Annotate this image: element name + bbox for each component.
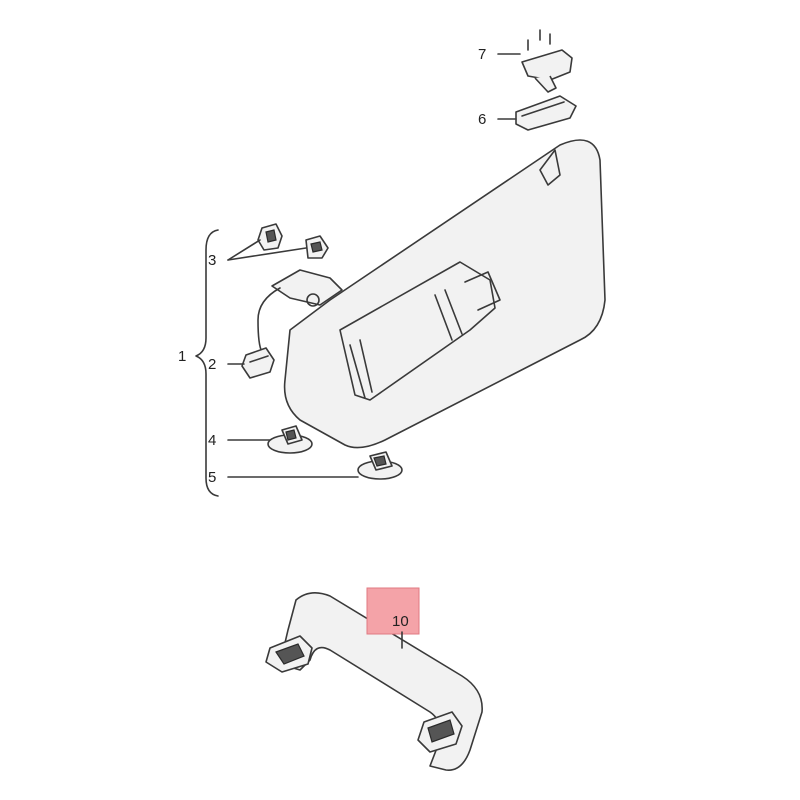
callout-4: 4 bbox=[208, 432, 216, 449]
callout-10: 10 bbox=[392, 613, 409, 630]
part-7-bracket bbox=[521, 29, 573, 93]
part-10-grab-handle bbox=[265, 592, 483, 771]
visor-pivot bbox=[271, 269, 343, 307]
leader-3a bbox=[227, 239, 261, 261]
part-4-clip bbox=[267, 425, 313, 454]
part-2-connector bbox=[241, 347, 275, 379]
callout-7: 7 bbox=[478, 46, 486, 63]
cable bbox=[257, 287, 281, 353]
part-3-clip-a bbox=[257, 223, 283, 251]
callout-10-highlight bbox=[366, 587, 420, 635]
leader-3b bbox=[227, 247, 307, 261]
part-5-clip bbox=[357, 451, 403, 480]
callout-6: 6 bbox=[478, 111, 486, 128]
part-3-clip-b bbox=[305, 235, 329, 259]
group-brace bbox=[195, 229, 219, 497]
callout-5: 5 bbox=[208, 469, 216, 486]
callout-2: 2 bbox=[208, 356, 216, 373]
part-6-cover bbox=[515, 95, 577, 131]
callout-1: 1 bbox=[178, 348, 186, 365]
sun-visor bbox=[283, 139, 606, 449]
callout-3: 3 bbox=[208, 252, 216, 269]
